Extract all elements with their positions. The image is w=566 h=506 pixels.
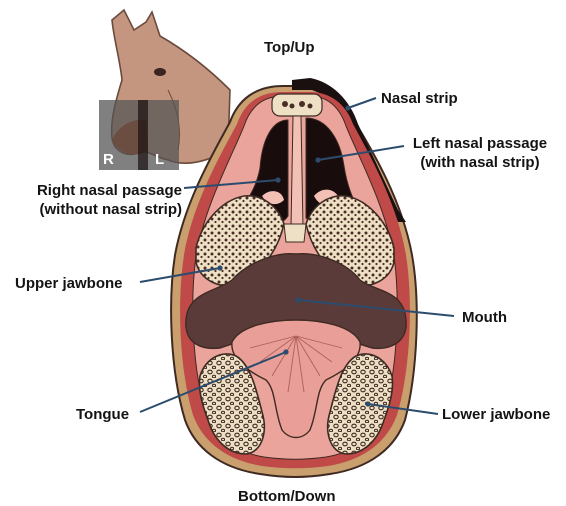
label-lower-jawbone: Lower jawbone xyxy=(442,405,550,424)
horse-head-inset xyxy=(99,10,230,170)
label-right-nasal-passage-line1: Right nasal passage xyxy=(6,181,182,200)
orientation-bottom: Bottom/Down xyxy=(238,487,335,506)
label-left-nasal-passage-line2: (with nasal strip) xyxy=(405,153,555,172)
label-tongue: Tongue xyxy=(76,405,129,424)
inset-section-line xyxy=(138,100,148,170)
label-left-nasal-passage-line1: Left nasal passage xyxy=(405,134,555,153)
orientation-top: Top/Up xyxy=(264,38,315,57)
leader-nasal-strip xyxy=(348,98,376,108)
nasal-septum xyxy=(291,116,303,228)
label-nasal-strip: Nasal strip xyxy=(381,89,458,108)
label-upper-jawbone: Upper jawbone xyxy=(15,274,123,293)
label-mouth: Mouth xyxy=(462,308,507,327)
horse-eye-icon xyxy=(154,68,166,76)
label-left-nasal-passage: Left nasal passage (with nasal strip) xyxy=(405,134,555,172)
label-right-nasal-passage: Right nasal passage (without nasal strip… xyxy=(6,181,182,219)
label-right-nasal-passage-line2: (without nasal strip) xyxy=(6,200,182,219)
nasal-bone xyxy=(272,94,322,116)
inset-left-marker: L xyxy=(155,150,164,169)
inset-right-marker: R xyxy=(103,150,114,169)
